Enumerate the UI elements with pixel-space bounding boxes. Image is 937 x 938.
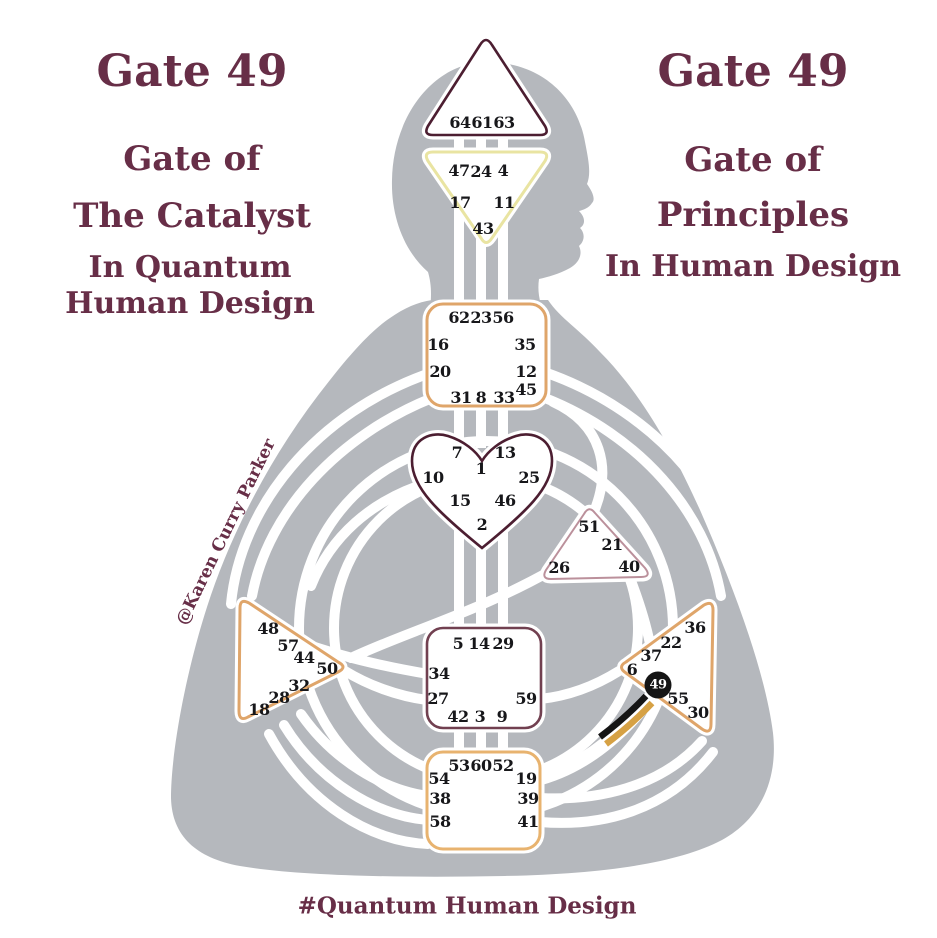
- centers-shapes: [234, 35, 718, 854]
- gate-59: 59: [515, 689, 537, 708]
- gate-15: 15: [449, 491, 471, 510]
- gate-55: 55: [667, 689, 689, 708]
- gate-32: 32: [288, 676, 310, 695]
- gate-30: 30: [687, 703, 709, 722]
- left-gate-sub1: Gate of: [123, 139, 261, 179]
- gate-27: 27: [427, 689, 449, 708]
- gate-6: 6: [626, 660, 638, 679]
- right-gate-heading: Gate 49: [657, 46, 849, 97]
- gate-39: 39: [517, 789, 539, 808]
- gate-57: 57: [277, 636, 299, 655]
- gate-17: 17: [449, 193, 471, 212]
- gate-58: 58: [429, 812, 451, 831]
- gate-52: 52: [492, 756, 514, 775]
- gate-13: 13: [494, 443, 516, 462]
- gate-18: 18: [248, 700, 270, 719]
- left-gate-sub4: Human Design: [65, 286, 315, 321]
- gate-56: 56: [492, 308, 514, 327]
- gate-10: 10: [422, 468, 444, 487]
- left-gate-sub3: In Quantum: [88, 250, 292, 285]
- gate-12: 12: [515, 362, 537, 381]
- gate-41: 41: [517, 812, 539, 831]
- gate-49: 49: [644, 671, 672, 699]
- gate-34: 34: [428, 664, 450, 683]
- gate-29: 29: [492, 634, 514, 653]
- gate-63: 63: [493, 113, 515, 132]
- gate-9: 9: [496, 707, 508, 726]
- gate-14: 14: [468, 634, 490, 653]
- gate-60: 60: [470, 756, 492, 775]
- gate-46: 46: [494, 491, 516, 510]
- gate-8: 8: [475, 388, 487, 407]
- gate-51: 51: [578, 517, 600, 536]
- gate-19: 19: [515, 769, 537, 788]
- gate-2: 2: [476, 515, 488, 534]
- gate-4: 4: [497, 161, 509, 180]
- left-gate-heading: Gate 49: [96, 46, 288, 97]
- gate-64: 64: [449, 113, 471, 132]
- gate-50: 50: [316, 659, 338, 678]
- gate-20: 20: [429, 362, 451, 381]
- gate-42: 42: [447, 707, 469, 726]
- gate-21: 21: [601, 535, 623, 554]
- gate-3: 3: [474, 707, 486, 726]
- gate-25: 25: [518, 468, 540, 487]
- gate-26: 26: [548, 558, 570, 577]
- gate-5: 5: [452, 634, 464, 653]
- right-gate-sub3: In Human Design: [604, 249, 902, 284]
- gate-35: 35: [514, 335, 536, 354]
- gate-37: 37: [640, 646, 662, 665]
- gate-38: 38: [429, 789, 451, 808]
- gate-23: 23: [470, 308, 492, 327]
- gate-48: 48: [257, 619, 279, 638]
- gate-33: 33: [493, 388, 515, 407]
- gate-62: 62: [448, 308, 470, 327]
- right-gate-sub1: Gate of: [684, 140, 822, 180]
- gate-47: 47: [448, 161, 470, 180]
- gate-1: 1: [475, 459, 487, 478]
- gate-44: 44: [293, 648, 315, 667]
- gate-7: 7: [451, 443, 463, 462]
- gate-31: 31: [450, 388, 472, 407]
- gate-54: 54: [428, 769, 450, 788]
- right-gate-sub2: Principles: [656, 195, 850, 235]
- left-gate-sub2: The Catalyst: [73, 196, 311, 236]
- gate-22: 22: [660, 633, 682, 652]
- gate-45: 45: [515, 380, 537, 399]
- gate-36: 36: [684, 618, 706, 637]
- gate-11: 11: [493, 193, 515, 212]
- gate-16: 16: [427, 335, 449, 354]
- gate-40: 40: [618, 557, 640, 576]
- hashtag-caption: #Quantum Human Design: [297, 892, 637, 920]
- highlighted-channel: [598, 693, 655, 747]
- gate-28: 28: [268, 688, 290, 707]
- gate-43: 43: [472, 219, 494, 238]
- gate-61: 61: [471, 113, 493, 132]
- gate-24: 24: [470, 162, 492, 181]
- gate-53: 53: [448, 756, 470, 775]
